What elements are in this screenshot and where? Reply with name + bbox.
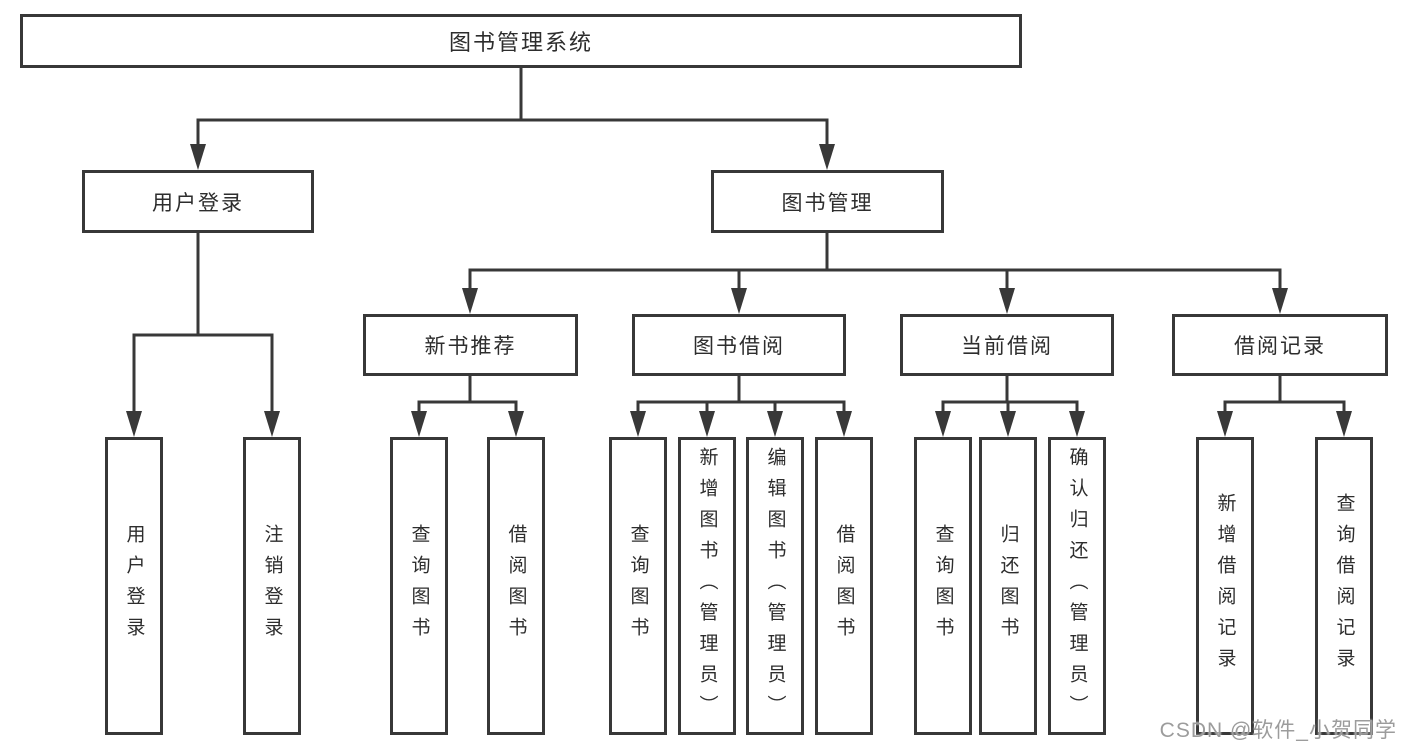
node-current-borrowing: 当前借阅: [900, 314, 1114, 376]
leaf-logout: 注销登录: [243, 437, 301, 735]
node-new-book-recommendation: 新书推荐: [363, 314, 578, 376]
node-library-system: 图书管理系统: [20, 14, 1022, 68]
arrowhead-icon: [190, 144, 206, 170]
leaf-borrow-books: 借阅图书: [815, 437, 873, 735]
leaf-label: 查询图书: [932, 524, 954, 648]
leaf-label: 查询图书: [627, 524, 649, 648]
arrowhead-icon: [836, 411, 852, 437]
arrowhead-icon: [935, 411, 951, 437]
leaf-return-books: 归还图书: [979, 437, 1037, 735]
leaf-label: 新增图书（管理员）: [696, 446, 718, 726]
leaf-label: 借阅图书: [505, 524, 527, 648]
leaf-label: 编辑图书（管理员）: [764, 446, 786, 726]
leaf-add-books-admin: 新增图书（管理员）: [678, 437, 736, 735]
arrowhead-icon: [508, 411, 524, 437]
arrowhead-icon: [1000, 411, 1016, 437]
arrowhead-icon: [630, 411, 646, 437]
arrowhead-icon: [264, 411, 280, 437]
leaf-label: 注销登录: [261, 524, 283, 648]
leaf-label: 用户登录: [123, 524, 145, 648]
arrowhead-icon: [731, 288, 747, 314]
arrowhead-icon: [1217, 411, 1233, 437]
leaf-borrow-books-recommend: 借阅图书: [487, 437, 545, 735]
leaf-user-login: 用户登录: [105, 437, 163, 735]
leaf-add-borrow-record: 新增借阅记录: [1196, 437, 1254, 735]
node-borrowing-records: 借阅记录: [1172, 314, 1388, 376]
arrowhead-icon: [462, 288, 478, 314]
node-book-borrowing: 图书借阅: [632, 314, 846, 376]
leaf-label: 查询借阅记录: [1333, 493, 1355, 679]
csdn-watermark: CSDN @软件_小贺同学: [1159, 719, 1397, 742]
arrowhead-icon: [411, 411, 427, 437]
leaf-label: 确认归还（管理员）: [1066, 446, 1088, 726]
arrowhead-icon: [1069, 411, 1085, 437]
leaf-label: 借阅图书: [833, 524, 855, 648]
arrowhead-icon: [819, 144, 835, 170]
leaf-label: 归还图书: [997, 524, 1019, 648]
leaf-query-books-current: 查询图书: [914, 437, 972, 735]
arrowhead-icon: [767, 411, 783, 437]
leaf-label: 查询图书: [408, 524, 430, 648]
leaf-label: 新增借阅记录: [1214, 493, 1236, 679]
leaf-query-borrow-record: 查询借阅记录: [1315, 437, 1373, 735]
arrowhead-icon: [1272, 288, 1288, 314]
node-book-management: 图书管理: [711, 170, 944, 233]
arrowhead-icon: [699, 411, 715, 437]
leaf-confirm-return-admin: 确认归还（管理员）: [1048, 437, 1106, 735]
node-user-login: 用户登录: [82, 170, 314, 233]
leaf-query-books-recommend: 查询图书: [390, 437, 448, 735]
arrowhead-icon: [999, 288, 1015, 314]
arrowhead-icon: [1336, 411, 1352, 437]
arrowhead-icon: [126, 411, 142, 437]
leaf-edit-books-admin: 编辑图书（管理员）: [746, 437, 804, 735]
leaf-query-books-borrow: 查询图书: [609, 437, 667, 735]
